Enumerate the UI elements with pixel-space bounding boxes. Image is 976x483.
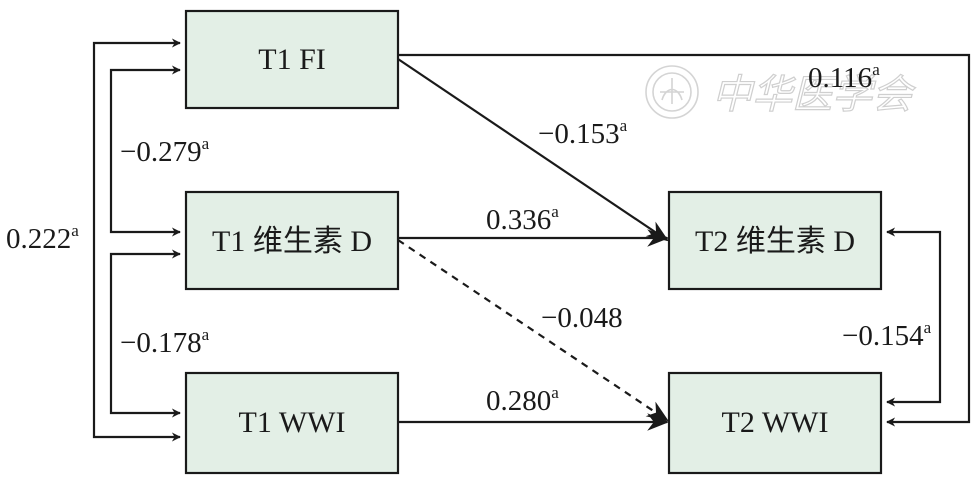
coef-t2-covariance: −0.154a (842, 318, 932, 352)
link-t2-covariance (886, 227, 942, 407)
node-t1-fi: T1 FI (184, 9, 400, 110)
watermark: 中华医学会 (645, 65, 917, 119)
coef-vitd-to-t2-vitd: 0.336a (486, 202, 559, 236)
coef-fi-vitd: −0.279a (120, 134, 210, 168)
coef-vitd-wwi: −0.178a (120, 325, 210, 359)
node-label: T1 FI (258, 43, 326, 76)
node-label: T1 维生素 D (212, 225, 372, 258)
link-vitd-wwi-covariance (109, 249, 181, 418)
watermark-text: 中华医学会 (712, 72, 916, 117)
coef-fi-to-t2-vitd: −0.153a (538, 116, 628, 150)
seal-emblem-icon (645, 65, 699, 119)
node-label: T2 WWI (722, 406, 829, 439)
node-t1-wwi: T1 WWI (184, 371, 400, 475)
node-t1-vitamin-d: T1 维生素 D (184, 190, 400, 291)
coef-vitd-to-t2-wwi: −0.048 (541, 302, 623, 334)
node-t2-vitamin-d: T2 维生素 D (667, 190, 883, 291)
node-t2-wwi: T2 WWI (667, 371, 883, 475)
coef-wwi-to-t2-wwi: 0.280a (486, 383, 559, 417)
link-fi-vitd-covariance (109, 65, 181, 237)
node-label: T1 WWI (239, 406, 346, 439)
coef-fi-to-t2-wwi: 0.116a (808, 60, 880, 94)
link-fi-to-t2-wwi (398, 53, 971, 427)
link-vitd-to-t2-wwi (397, 239, 669, 422)
coef-fi-wwi: 0.222a (6, 221, 79, 255)
link-fi-to-t2-vitd (397, 58, 669, 242)
node-label: T2 维生素 D (695, 225, 855, 258)
link-fi-wwi-covariance (92, 38, 181, 442)
